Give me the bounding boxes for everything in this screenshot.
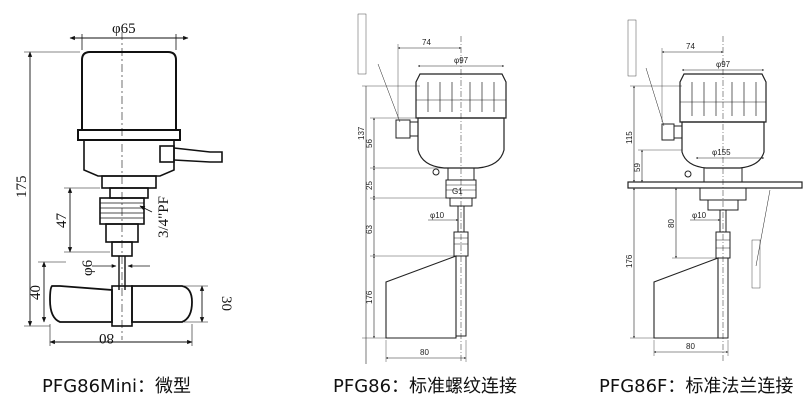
d2-dim-d10: φ10 xyxy=(430,211,445,220)
d2-dim-176: 176 xyxy=(365,290,374,304)
caption-pfg86: PFG86：标准螺纹连接 xyxy=(333,376,518,397)
dim-paddle-width: 80 xyxy=(99,330,114,346)
d3-dim-59: 59 xyxy=(633,163,642,172)
dim-height-47: 47 xyxy=(54,213,70,229)
d3-dim-97: φ97 xyxy=(716,60,731,69)
d2-dim-25: 25 xyxy=(365,181,374,190)
d2-dim-56: 56 xyxy=(365,139,374,148)
d3-dim-74: 74 xyxy=(686,42,695,51)
d3-dim-flange: φ155 xyxy=(712,148,731,157)
dim-height-40: 40 xyxy=(28,285,44,300)
d2-dim-thread: G1 xyxy=(452,187,463,196)
d2-dim-137: 137 xyxy=(357,126,366,140)
d2-dim-63: 63 xyxy=(365,225,374,234)
caption-pfg86mini: PFG86Mini：微型 xyxy=(42,376,192,397)
d3-dim-paddle: 80 xyxy=(686,342,695,351)
d2-dim-97: φ97 xyxy=(454,56,469,65)
drawing-pfg86 xyxy=(357,13,507,364)
drawing-pfg86mini xyxy=(24,32,223,346)
d2-dim-80: 80 xyxy=(420,348,429,357)
dim-thread: 3/4"PF xyxy=(156,196,172,238)
d3-dim-115: 115 xyxy=(625,131,634,144)
d3-dim-80: 80 xyxy=(667,219,676,228)
d3-dim-176: 176 xyxy=(625,254,634,268)
caption-pfg86f: PFG86F：标准法兰连接 xyxy=(599,376,794,397)
d2-dim-74: 74 xyxy=(422,38,431,47)
dim-shaft-dia: φ6 xyxy=(80,259,96,276)
d3-dim-d10: φ10 xyxy=(692,211,707,220)
dim-height-total: 175 xyxy=(14,176,30,199)
dim-paddle-height: 30 xyxy=(218,296,234,311)
drawing-pfg86f xyxy=(627,19,803,362)
dim-dia-top: φ65 xyxy=(112,21,136,37)
